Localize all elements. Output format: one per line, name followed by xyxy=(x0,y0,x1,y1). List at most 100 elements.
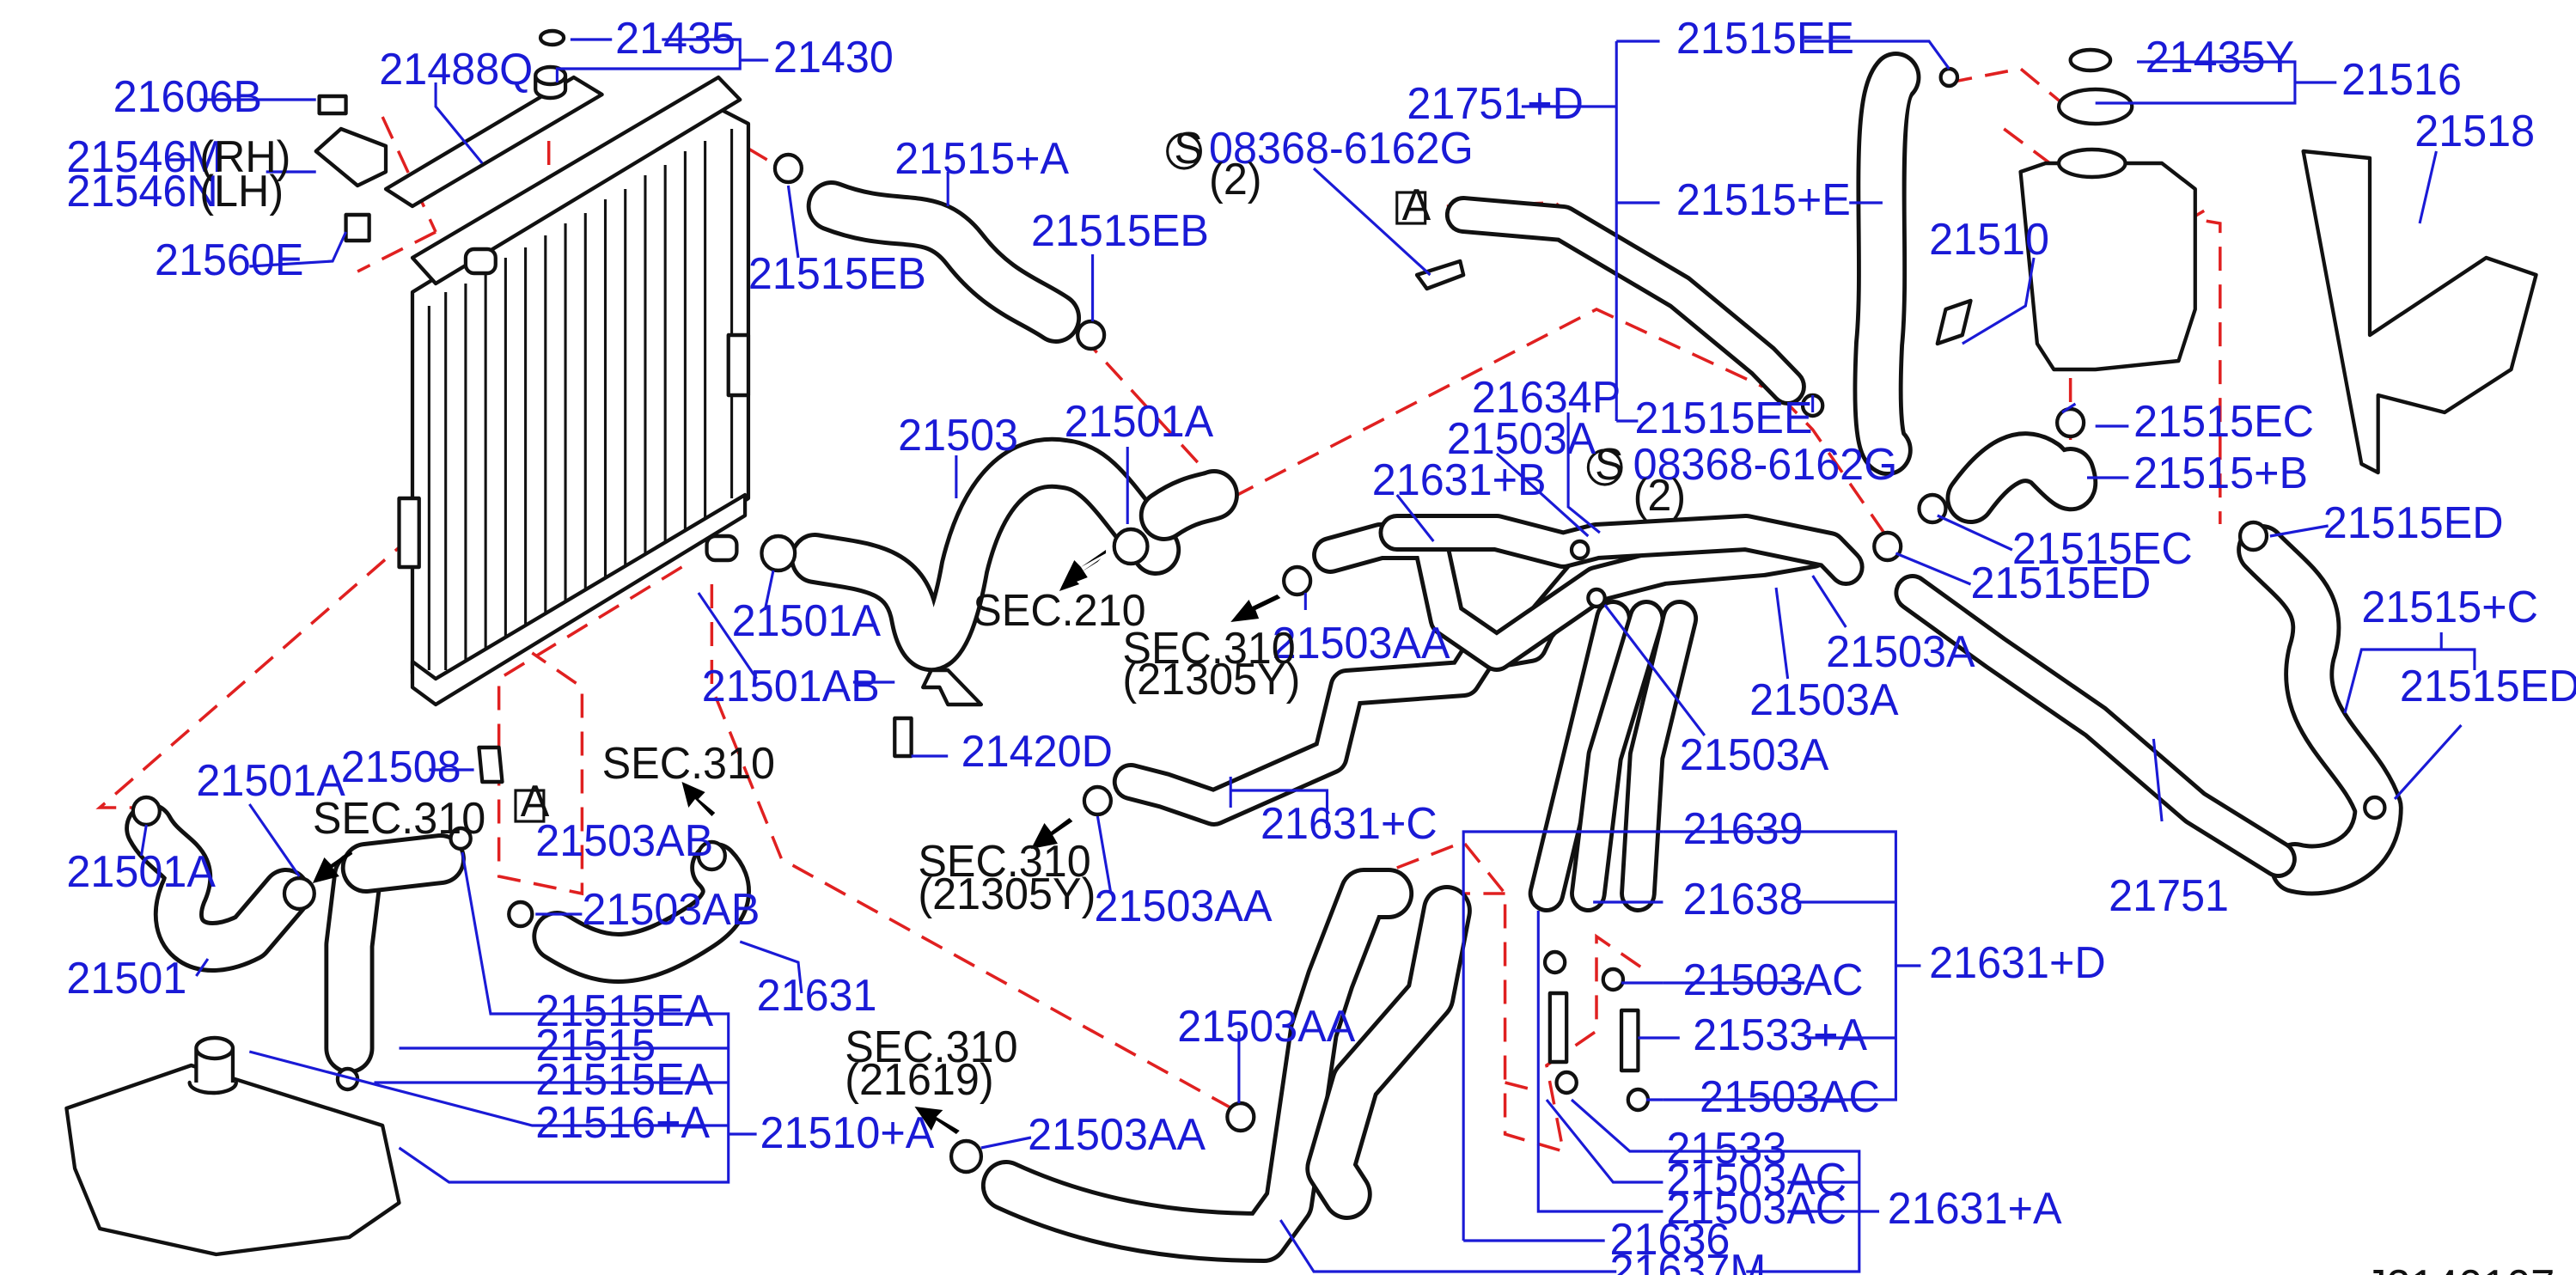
leader-lines xyxy=(139,38,2476,1273)
label-qty-1: (2) xyxy=(1209,154,1261,204)
label-21515B: 21515+B xyxy=(2133,448,2308,497)
label-rh: (RH) xyxy=(199,131,290,181)
label-21751D: 21751+D xyxy=(1407,78,1584,128)
shroud-seal-strip xyxy=(383,75,604,209)
label-qty-2: (2) xyxy=(1633,470,1686,520)
label-21515EE-2: 21515EE xyxy=(1635,393,1813,442)
reservoir-tank-lower xyxy=(64,1035,401,1257)
arrow-sec310-3 xyxy=(681,782,716,816)
label-sec310-4: SEC.310 xyxy=(918,836,1090,886)
label-21503AA-3: 21503AA xyxy=(1177,1001,1356,1051)
radiator xyxy=(397,75,751,707)
label-21516A: 21516+A xyxy=(535,1097,711,1147)
label-21503AA-4: 21503AA xyxy=(1028,1109,1206,1159)
label-21631A: 21631+A xyxy=(1888,1183,2063,1233)
diagram-id: J2140107 xyxy=(2365,1260,2555,1275)
label-21631: 21631 xyxy=(757,970,877,1020)
label-21515EB-1: 21515EB xyxy=(748,248,926,298)
ref-box-a-2 xyxy=(514,789,546,823)
bushing-bottom xyxy=(344,212,371,243)
label-21516: 21516 xyxy=(2341,54,2462,104)
label-21631C: 21631+C xyxy=(1261,798,1438,848)
label-lh: (LH) xyxy=(199,166,284,216)
drain-plug xyxy=(477,745,504,784)
label-21503AC-1: 21503AC xyxy=(1683,955,1864,1004)
label-21501A-2: 21501A xyxy=(732,595,882,645)
label-21435Y: 21435Y xyxy=(2146,32,2294,82)
hoses xyxy=(125,52,2403,1263)
arrow-sec310-2 xyxy=(312,851,353,883)
label-21515EC-2: 21515EC xyxy=(2012,523,2193,573)
label-21515ED-3: 21515ED xyxy=(2400,661,2576,711)
label-21634P: 21634P xyxy=(1472,372,1621,422)
label-sec310-2: SEC.310 xyxy=(602,738,775,788)
label-21430: 21430 xyxy=(773,32,894,82)
label-21503AC-3: 21503AC xyxy=(1666,1154,1847,1204)
label-21606B: 21606B xyxy=(113,71,262,121)
label-21637M: 21637M xyxy=(1610,1245,1767,1275)
radiator-cap xyxy=(534,64,568,101)
label-sec310-3: SEC.310 xyxy=(313,793,485,843)
label-sec210: SEC.210 xyxy=(973,585,1145,635)
reservoir-tank-upper xyxy=(2018,47,2197,372)
label-21508: 21508 xyxy=(341,741,461,791)
label-21631B: 21631+B xyxy=(1372,454,1547,504)
label-a-1: A xyxy=(1402,180,1431,229)
label-21515EB-2: 21515EB xyxy=(1031,205,1209,255)
label-21515EC-1: 21515EC xyxy=(2133,396,2314,446)
label-21546N: 21546N xyxy=(66,166,217,216)
label-21501: 21501 xyxy=(66,953,186,1003)
label-sec310-5: SEC.310 xyxy=(845,1022,1017,1071)
arrow-sec310-1 xyxy=(1230,595,1281,622)
arrow-sec310-5 xyxy=(914,1107,960,1134)
hose-bracket xyxy=(921,668,984,707)
label-a-2: A xyxy=(521,776,550,826)
ref-box-a-1 xyxy=(1395,191,1427,225)
label-sec310-5b: (21619) xyxy=(845,1054,993,1104)
label-s-1: S xyxy=(1174,123,1203,173)
label-21503A-4: 21503A xyxy=(1680,729,1829,779)
label-21636: 21636 xyxy=(1610,1214,1731,1264)
label-21639: 21639 xyxy=(1683,803,1804,853)
label-21560E: 21560E xyxy=(155,235,303,284)
s-symbol-circle-2 xyxy=(1586,448,1623,486)
label-21533: 21533 xyxy=(1666,1123,1786,1173)
part-labels: 21435 21430 21606B 21488Q 21546M (RH) 21… xyxy=(66,13,2576,1275)
label-08368-2: 08368-6162G xyxy=(1633,439,1898,489)
label-21631D: 21631+D xyxy=(1929,937,2106,987)
connector-tube-1 xyxy=(1547,991,1569,1065)
label-21503AA-1: 21503AA xyxy=(1273,618,1451,668)
label-21515C: 21515+C xyxy=(2361,582,2538,631)
label-21515ED-2: 21515ED xyxy=(2323,497,2504,547)
label-21503AB-1: 21503AB xyxy=(535,815,713,865)
label-21420D: 21420D xyxy=(961,726,1113,776)
bolt-1 xyxy=(1414,259,1466,291)
hose-clamps xyxy=(131,66,2387,1174)
label-21533A: 21533+A xyxy=(1693,1010,1868,1059)
label-21510: 21510 xyxy=(1929,214,2049,264)
label-08368-1: 08368-6162G xyxy=(1209,123,1474,173)
label-21518: 21518 xyxy=(2414,106,2535,156)
label-21488Q: 21488Q xyxy=(379,44,533,94)
bolt-3 xyxy=(893,716,913,759)
label-21501A-3: 21501A xyxy=(196,755,345,805)
bolt-2 xyxy=(1935,298,1973,346)
label-21435: 21435 xyxy=(615,13,736,63)
connector-tube-2 xyxy=(1619,1008,1640,1073)
label-s-2: S xyxy=(1595,439,1624,489)
label-21515EA-2: 21515EA xyxy=(535,1054,714,1104)
label-21751: 21751 xyxy=(2109,870,2229,920)
label-21515EE-1: 21515EE xyxy=(1676,13,1854,63)
label-21515: 21515 xyxy=(535,1020,656,1070)
bracket xyxy=(314,126,388,188)
label-21501AB: 21501AB xyxy=(702,661,880,711)
label-21503AA-2: 21503AA xyxy=(1095,881,1273,930)
plug xyxy=(538,28,566,47)
label-21515ED-1: 21515ED xyxy=(1970,558,2151,607)
label-21515A: 21515+A xyxy=(894,133,1070,183)
label-21515EA-1: 21515EA xyxy=(535,985,714,1035)
label-21501A-4: 21501A xyxy=(66,846,216,896)
label-21638: 21638 xyxy=(1683,874,1804,924)
label-21510A: 21510+A xyxy=(760,1107,935,1157)
